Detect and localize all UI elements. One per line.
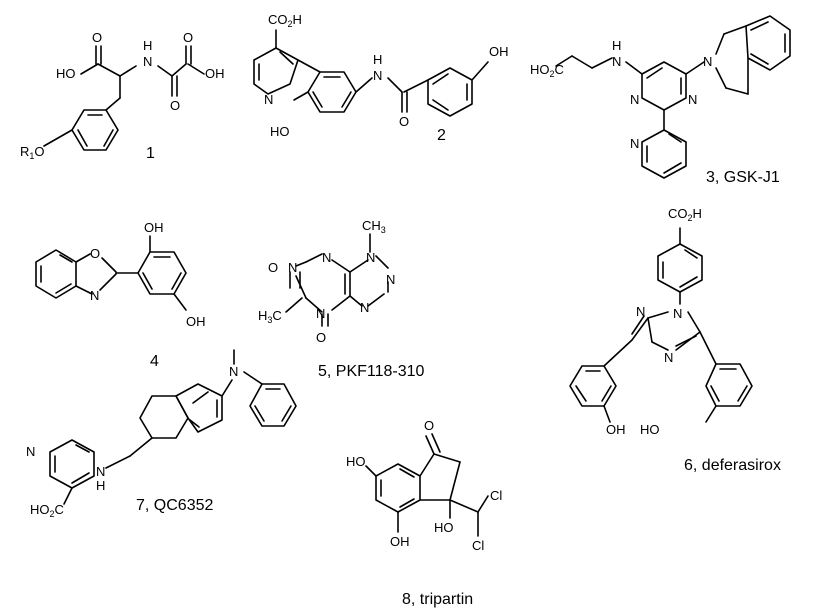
label-n: N (26, 444, 35, 459)
label-n: N (96, 464, 105, 479)
label-co2h: CO2H (268, 12, 302, 29)
compound-caption: 4 (150, 353, 159, 370)
label-n: N (316, 306, 325, 321)
label-oh: OH (186, 314, 206, 329)
label-o: O (90, 246, 100, 261)
compound-5: CH3 N N N N N N O O H3C 5, PKF118-310 (258, 218, 425, 380)
compound-caption: 6, deferasirox (684, 457, 781, 474)
label-cl: Cl (472, 538, 484, 553)
label-o: O (183, 30, 193, 45)
label-h: H (373, 52, 382, 67)
label-o: O (268, 260, 278, 275)
label-r1o: R1O (20, 144, 45, 161)
label-oh: OH (390, 534, 410, 549)
label-n: N (143, 54, 152, 69)
compound-6: CO2H N N N OH HO 6, deferasirox (569, 206, 781, 474)
label-ho: HO (434, 520, 454, 535)
label-ho: HO (346, 454, 366, 469)
label-h3c: H3C (258, 308, 282, 325)
label-n: N (636, 304, 645, 319)
label-oh: OH (606, 422, 626, 437)
label-ch3: CH3 (362, 218, 386, 235)
label-ho2c: HO2C (30, 502, 64, 519)
label-n: N (360, 300, 369, 315)
compound-4: OH O N OH 4 (35, 220, 206, 370)
compound-1: HO O H N O OH O R1O 1 (20, 30, 225, 162)
label-n: N (373, 68, 382, 83)
label-co2h: CO2H (668, 206, 702, 223)
compound-caption: 1 (146, 145, 155, 162)
label-n: N (229, 364, 238, 379)
label-o: O (316, 330, 326, 345)
label-o: O (424, 418, 434, 433)
label-ho: HO (640, 422, 660, 437)
compound-2: CO2H N HO H N O OH 2 (253, 12, 509, 144)
label-ho: HO (270, 124, 290, 139)
label-o: O (399, 114, 409, 129)
label-n: N (322, 250, 331, 265)
label-o: O (170, 98, 180, 113)
label-n: N (630, 136, 639, 151)
label-ho: HO (56, 66, 76, 81)
label-o: O (92, 30, 102, 45)
compound-caption: 2 (437, 127, 446, 144)
compound-caption: 7, QC6352 (136, 497, 213, 514)
label-n: N (90, 288, 99, 303)
label-n: N (612, 54, 621, 69)
label-h: H (96, 478, 105, 493)
compound-caption: 3, GSK-J1 (706, 169, 780, 186)
label-oh: OH (144, 220, 164, 235)
label-n: N (688, 92, 697, 107)
label-h: H (143, 38, 152, 53)
compound-caption: 8, tripartin (402, 591, 473, 608)
compound-3: HO2C H N N N N N 3, GSK-J1 (530, 15, 791, 186)
compound-7: N N HO2C N H 7, QC6352 (26, 349, 297, 519)
label-ho2c: HO2C (530, 62, 564, 79)
label-n: N (264, 92, 273, 107)
label-h: H (612, 38, 621, 53)
label-n: N (630, 92, 639, 107)
label-oh: OH (489, 44, 509, 59)
label-n: N (703, 54, 712, 69)
compound-caption: 5, PKF118-310 (318, 363, 425, 380)
label-n: N (673, 306, 682, 321)
label-n: N (664, 350, 673, 365)
label-n: N (288, 260, 297, 275)
label-n: N (366, 250, 375, 265)
label-cl: Cl (490, 488, 502, 503)
label-oh: OH (205, 66, 225, 81)
compound-8: O HO OH HO Cl Cl 8, tripartin (346, 418, 502, 608)
label-n: N (386, 272, 395, 287)
